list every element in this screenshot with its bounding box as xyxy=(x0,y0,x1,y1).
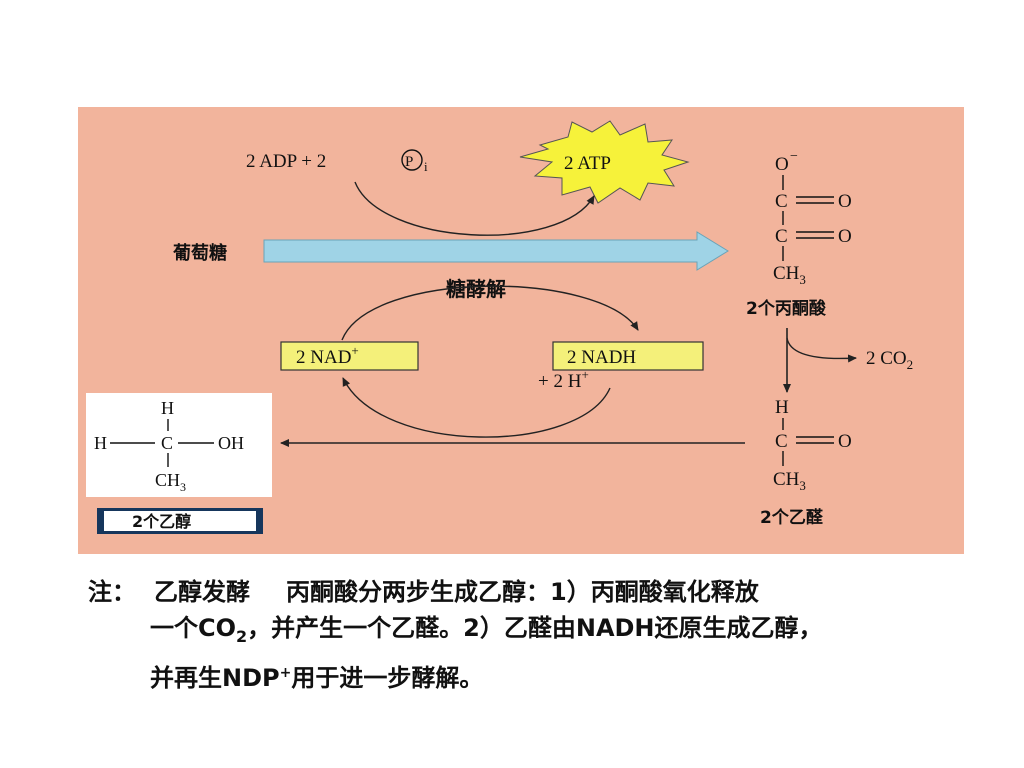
adp-to-atp-arrow xyxy=(354,181,595,236)
note-line-1: 注： 乙醇发酵 丙酮酸分两步生成乙醇：1）丙酮酸氧化释放 xyxy=(88,574,988,610)
phosphate-subscript: i xyxy=(424,159,428,174)
nadh-label: 2 NADH xyxy=(567,347,636,368)
note-line-2-a: 一个CO xyxy=(150,614,237,642)
atp-label: 2 ATP xyxy=(564,153,611,174)
note-line-3-sup: + xyxy=(279,664,292,681)
glucose-flow-arrow xyxy=(263,231,729,271)
ethanol-h-left: H xyxy=(94,433,107,453)
nad-plus-box xyxy=(280,341,419,371)
acetaldehyde-sub3: 3 xyxy=(799,478,806,493)
nad-plus-sup: + xyxy=(351,343,358,358)
co2-label: 2 CO2 xyxy=(866,348,913,372)
note-line-2-sub: 2 xyxy=(236,626,248,646)
pyruvate-ch3: CH3 xyxy=(773,263,806,287)
note-line-3-b: 用于进一步酵解。 xyxy=(291,663,484,692)
glucose-label: 葡萄糖 xyxy=(172,242,227,264)
h-plus-label: + 2 H+ xyxy=(538,367,589,392)
note-line-3-a: 并再生NDP xyxy=(150,663,280,692)
h-plus-text: + 2 H xyxy=(538,371,582,392)
acetaldehyde-label: 2个乙醛 xyxy=(760,507,824,528)
ethanol-c: C xyxy=(161,433,173,453)
nadh-box xyxy=(552,341,704,371)
ethanol-structure-box xyxy=(86,393,272,497)
acetaldehyde-h: H xyxy=(775,397,789,418)
pyruvate-o2: O xyxy=(838,226,852,247)
adp-text: 2 ADP + 2 xyxy=(246,151,326,172)
acetaldehyde-c: C xyxy=(775,431,788,452)
pyruvate-sub3: 3 xyxy=(799,272,806,287)
nad-plus-text: 2 NAD xyxy=(296,347,351,368)
note-line-3: 并再生NDP+用于进一步酵解。 xyxy=(88,655,988,696)
pyruvate-c1: C xyxy=(775,191,788,212)
note-line-2: 一个CO2，并产生一个乙醛。2）乙醛由NADH还原生成乙醇， xyxy=(88,610,988,655)
ethanol-sub3: 3 xyxy=(180,480,186,494)
co2-text: 2 CO xyxy=(866,348,907,369)
pyruvate-structure: O − C O C O CH3 xyxy=(773,149,852,287)
acetaldehyde-ch3: CH3 xyxy=(773,469,806,493)
acetaldehyde-ch: CH xyxy=(773,469,800,490)
pyruvate-c2: C xyxy=(775,226,788,247)
nad-plus-label: 2 NAD+ xyxy=(296,343,359,368)
pyruvate-minus: − xyxy=(790,149,798,164)
nadh-to-nad-arc xyxy=(342,377,611,438)
nad-to-nadh-arc xyxy=(341,285,639,341)
atp-starburst xyxy=(519,120,690,204)
co2-release-arrow xyxy=(786,337,857,363)
note-line-1-rest: 丙酮酸分两步生成乙醇：1）丙酮酸氧化释放 xyxy=(286,578,759,606)
note-paragraph: 注： 乙醇发酵 丙酮酸分两步生成乙醇：1）丙酮酸氧化释放 一个CO2，并产生一个乙醛… xyxy=(88,574,988,696)
co2-sub: 2 xyxy=(907,357,914,372)
pyruvate-o1: O xyxy=(838,191,852,212)
glycolysis-label: 糖酵解 xyxy=(446,277,506,301)
note-prefix: 注： xyxy=(88,578,136,606)
ethanol-label-inner xyxy=(104,511,256,531)
ethanol-oh: OH xyxy=(218,433,244,453)
ethanol-label: 2个乙醇 xyxy=(132,512,191,531)
h-plus-sup: + xyxy=(581,367,588,382)
ethanol-ch: CH xyxy=(155,470,180,490)
phosphate-circle-icon xyxy=(401,149,423,171)
ethanol-structure: H H C OH CH3 xyxy=(94,398,244,494)
pyruvate-ch: CH xyxy=(773,263,800,284)
acetaldehyde-o: O xyxy=(838,431,852,452)
note-title: 乙醇发酵 xyxy=(154,578,250,606)
pyruvate-label: 2个丙酮酸 xyxy=(746,298,827,319)
adp-pi-label: 2 ADP + 2 xyxy=(246,151,326,172)
acetaldehyde-structure: H C O CH3 xyxy=(773,397,852,493)
ethanol-ch3: CH3 xyxy=(155,470,186,494)
phosphate-symbol: P xyxy=(405,154,413,170)
note-line-2-b: ，并产生一个乙醛。2）乙醛由NADH还原生成乙醇， xyxy=(247,614,823,642)
pyruvate-o-minus: O xyxy=(775,154,789,175)
ethanol-h-top: H xyxy=(161,398,174,418)
